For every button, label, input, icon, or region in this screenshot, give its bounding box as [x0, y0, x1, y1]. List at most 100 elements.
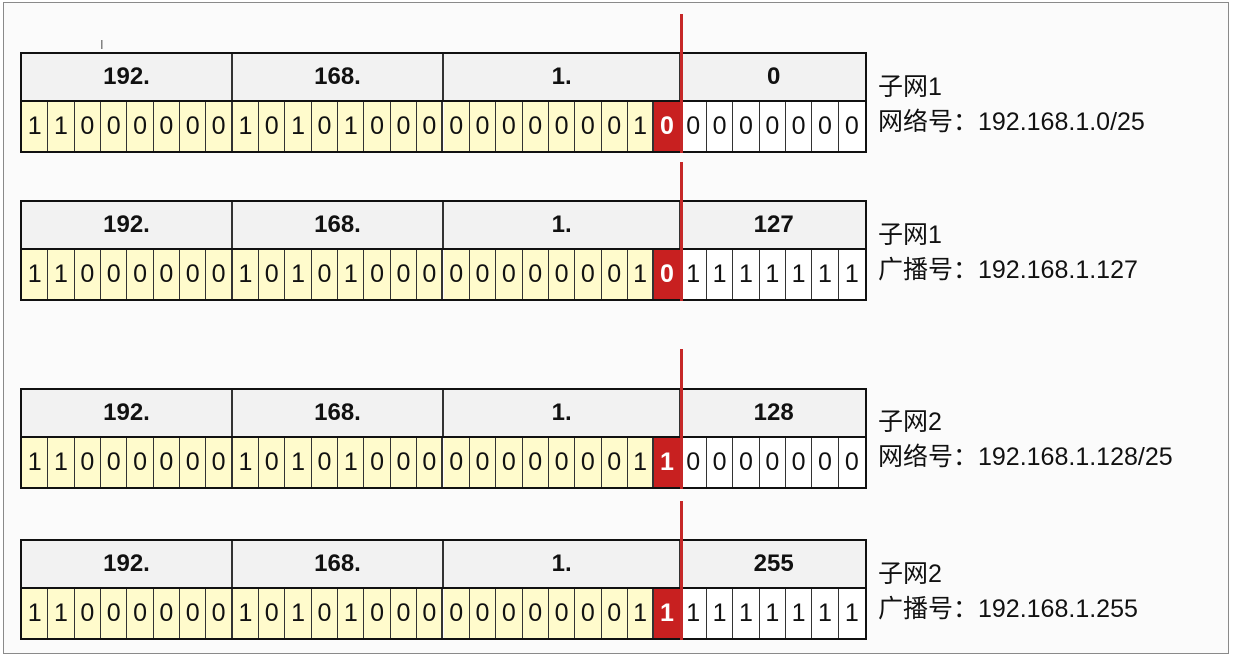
- subnet-divider-line: [679, 14, 683, 153]
- bit-cell: 0: [74, 589, 102, 638]
- octet-label-4: 255: [753, 550, 794, 577]
- subnet-title: 子网1: [878, 221, 942, 249]
- bit-cell: 0: [469, 102, 497, 151]
- subnet-bit: 0: [654, 250, 681, 299]
- bit-cell: 0: [522, 438, 549, 487]
- bit-cell: 0: [127, 589, 154, 638]
- bit-cell: 0: [496, 250, 523, 299]
- bit-cell: 1: [285, 102, 312, 151]
- bit-cell: 1: [759, 589, 786, 638]
- bit-cell: 0: [417, 102, 444, 151]
- bit-cell: 0: [74, 102, 102, 151]
- bit-cell: 0: [153, 589, 181, 638]
- bit-cell: 0: [206, 250, 233, 299]
- bit-cell: 1: [22, 250, 49, 299]
- bit-cell: 0: [364, 589, 391, 638]
- subnet-divider-line: [679, 501, 683, 640]
- bit-cell: 0: [601, 438, 628, 487]
- bit-cell: 0: [101, 589, 128, 638]
- bit-cell: 1: [22, 438, 49, 487]
- bit-cell: 0: [206, 589, 233, 638]
- bit-cell: 1: [785, 589, 813, 638]
- bit-cell: 1: [48, 250, 75, 299]
- octet-label-1: 192.: [22, 541, 233, 587]
- bit-cell: 0: [680, 102, 707, 151]
- bit-cell: 0: [733, 438, 760, 487]
- bit-cell: 0: [74, 250, 102, 299]
- bit-cell: 0: [180, 438, 207, 487]
- bit-cell: 0: [759, 102, 786, 151]
- bit-cell: 0: [522, 589, 549, 638]
- bit-cell: 1: [48, 589, 75, 638]
- bit-cell: 0: [390, 102, 418, 151]
- bit-cell: 1: [785, 250, 813, 299]
- bit-cell: 0: [259, 589, 286, 638]
- bit-cell: 0: [443, 250, 470, 299]
- octet-label-3: 1.: [444, 54, 682, 100]
- bit-cell: 0: [390, 438, 418, 487]
- bit-cell: 0: [601, 102, 628, 151]
- octet-label-2: 168.: [233, 54, 444, 100]
- bit-cell: 0: [101, 102, 128, 151]
- bit-cell: 1: [680, 250, 707, 299]
- bit-cell: 0: [601, 250, 628, 299]
- bit-cell: 1: [285, 589, 312, 638]
- bit-cell: 1: [812, 250, 839, 299]
- bit-cell: 0: [153, 438, 181, 487]
- bit-cell: 0: [575, 102, 602, 151]
- bit-cell: 0: [101, 438, 128, 487]
- bit-cell: 0: [364, 102, 391, 151]
- bit-cell: 1: [733, 250, 760, 299]
- bit-cell: 0: [575, 438, 602, 487]
- bit-cell: 1: [706, 250, 734, 299]
- bit-cell: 1: [338, 102, 365, 151]
- octet-header-row: 192.168.1.127: [22, 202, 865, 250]
- bit-cell: 1: [338, 250, 365, 299]
- bit-cell: 0: [153, 250, 181, 299]
- octet-header-row: 192.168.1.0: [22, 54, 865, 102]
- bit-cell: 1: [285, 250, 312, 299]
- bit-cell: 0: [390, 589, 418, 638]
- bit-cell: 1: [733, 589, 760, 638]
- octet-label-2: 168.: [233, 202, 444, 248]
- subnet-detail: 网络号：192.168.1.0/25: [878, 108, 1145, 136]
- octet-label-2: 168.: [233, 541, 444, 587]
- bit-cell: 0: [812, 438, 839, 487]
- bit-cell: 0: [838, 438, 865, 487]
- octet-label-3: 1.: [444, 202, 682, 248]
- bit-cell: 0: [311, 102, 339, 151]
- subnet-bit: 1: [654, 589, 681, 638]
- bit-cell: 1: [706, 589, 734, 638]
- octet-label-3: 1.: [444, 390, 682, 436]
- bit-cell: 0: [496, 589, 523, 638]
- octet-header-row: 192.168.1. 255: [22, 541, 865, 589]
- bit-cell: 0: [496, 438, 523, 487]
- bit-cell: 0: [311, 250, 339, 299]
- bit-cell: 0: [785, 438, 813, 487]
- bit-cell: 0: [364, 438, 391, 487]
- bit-cell: 1: [759, 250, 786, 299]
- bit-cell: 0: [522, 102, 549, 151]
- subnet-title: 子网2: [878, 560, 942, 588]
- octet-label-3: 1.: [444, 541, 682, 587]
- bit-cell: 1: [232, 438, 260, 487]
- bit-cell: 0: [469, 438, 497, 487]
- bit-cell: 0: [469, 589, 497, 638]
- bit-cell: 0: [575, 250, 602, 299]
- subnet-divider-line: [679, 162, 683, 301]
- bit-cell: 0: [706, 102, 734, 151]
- bit-cell: 1: [232, 589, 260, 638]
- subnet-detail: 网络号：192.168.1.128/25: [878, 443, 1173, 471]
- bit-cell: 0: [548, 102, 576, 151]
- subnet-bit: 1: [654, 438, 681, 487]
- bit-cell: 0: [522, 250, 549, 299]
- octet-label-1: 192.: [22, 390, 233, 436]
- bit-cell: 0: [443, 102, 470, 151]
- bit-cell: 0: [785, 102, 813, 151]
